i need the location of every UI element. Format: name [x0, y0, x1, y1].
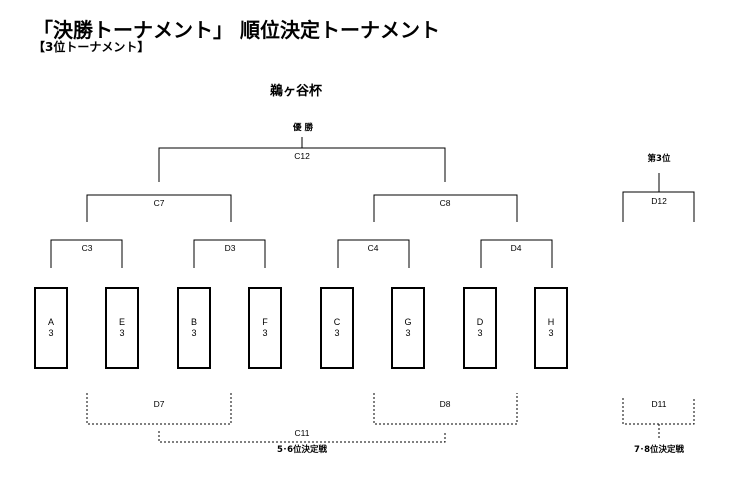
- team-box-a: A 3: [34, 287, 68, 369]
- consolation-right-label: D8: [439, 399, 451, 409]
- team-name: A: [47, 317, 54, 327]
- team-seed: 3: [548, 328, 554, 338]
- team-box-f: F 3: [248, 287, 282, 369]
- team-box-g: G 3: [391, 287, 425, 369]
- team-seed: 3: [191, 328, 197, 338]
- qf-bracket-1: [50, 239, 123, 268]
- third-place-label: 第3位: [647, 154, 671, 164]
- team-name: F: [262, 317, 268, 327]
- winner-label: 優 勝: [293, 123, 313, 133]
- team-name: E: [118, 317, 125, 327]
- qf-bracket-3: [337, 239, 410, 268]
- team-name: B: [190, 317, 197, 327]
- team-box-b: B 3: [177, 287, 211, 369]
- team-name: C: [333, 317, 341, 327]
- final-match-label: C12: [294, 151, 310, 161]
- qf-label-2: D3: [224, 243, 236, 253]
- page-subtitle: 【3位トーナメント】: [33, 40, 150, 54]
- final-bracket: [158, 147, 446, 182]
- qf-label-4: D4: [510, 243, 522, 253]
- consolation-left-label: D7: [153, 399, 165, 409]
- semi-right-label: C8: [439, 198, 451, 208]
- semi-left-bracket: [86, 194, 232, 222]
- team-box-c: C 3: [320, 287, 354, 369]
- team-seed: 3: [477, 328, 483, 338]
- consolation-final-bracket: [158, 431, 446, 443]
- semi-right-bracket: [373, 194, 518, 222]
- fifth-sixth-label: 5･6位決定戦: [276, 445, 328, 455]
- qf-label-1: C3: [81, 243, 93, 253]
- consolation-right-bracket: [373, 393, 518, 425]
- cup-name: 鵜ヶ谷杯: [270, 84, 323, 99]
- third-place-match-label: D12: [651, 196, 667, 206]
- team-name: G: [404, 317, 412, 327]
- team-seed: 3: [48, 328, 54, 338]
- qf-bracket-2: [193, 239, 266, 268]
- consolation-final-label: C11: [294, 428, 310, 438]
- seventh-place-match-label: D11: [651, 399, 667, 409]
- team-seed: 3: [119, 328, 125, 338]
- seventh-eighth-label: 7･8位決定戦: [633, 445, 685, 455]
- third-place-bracket: [622, 191, 695, 222]
- team-box-h: H 3: [534, 287, 568, 369]
- page-title: 「決勝トーナメント」 順位決定トーナメント: [33, 18, 440, 42]
- team-name: D: [476, 317, 484, 327]
- semi-left-label: C7: [153, 198, 165, 208]
- team-box-d: D 3: [463, 287, 497, 369]
- team-seed: 3: [405, 328, 411, 338]
- team-box-e: E 3: [105, 287, 139, 369]
- team-name: H: [547, 317, 555, 327]
- qf-bracket-4: [480, 239, 553, 268]
- team-seed: 3: [262, 328, 268, 338]
- qf-label-3: C4: [367, 243, 379, 253]
- team-seed: 3: [334, 328, 340, 338]
